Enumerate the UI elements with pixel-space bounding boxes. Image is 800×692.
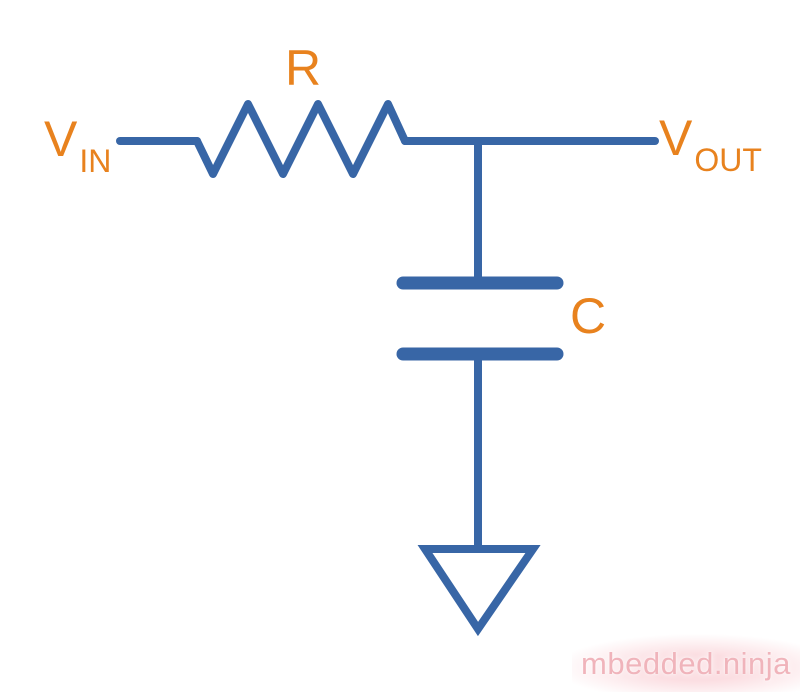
ground-symbol	[417, 545, 541, 637]
vin-label: VIN	[44, 111, 111, 177]
vout-label: VOUT	[659, 110, 762, 176]
resistor-symbol	[193, 100, 409, 178]
watermark-text: mbedded.ninja	[581, 645, 791, 681]
vin-label-main: V	[44, 111, 78, 167]
resistor-label: R	[284, 40, 322, 96]
capacitor-label: C	[570, 288, 607, 344]
vin-label-subscript: IN	[79, 143, 112, 179]
watermark-badge: mbedded.ninja	[572, 634, 800, 692]
vout-label-subscript: OUT	[694, 142, 762, 178]
vout-label-main: V	[659, 110, 693, 166]
